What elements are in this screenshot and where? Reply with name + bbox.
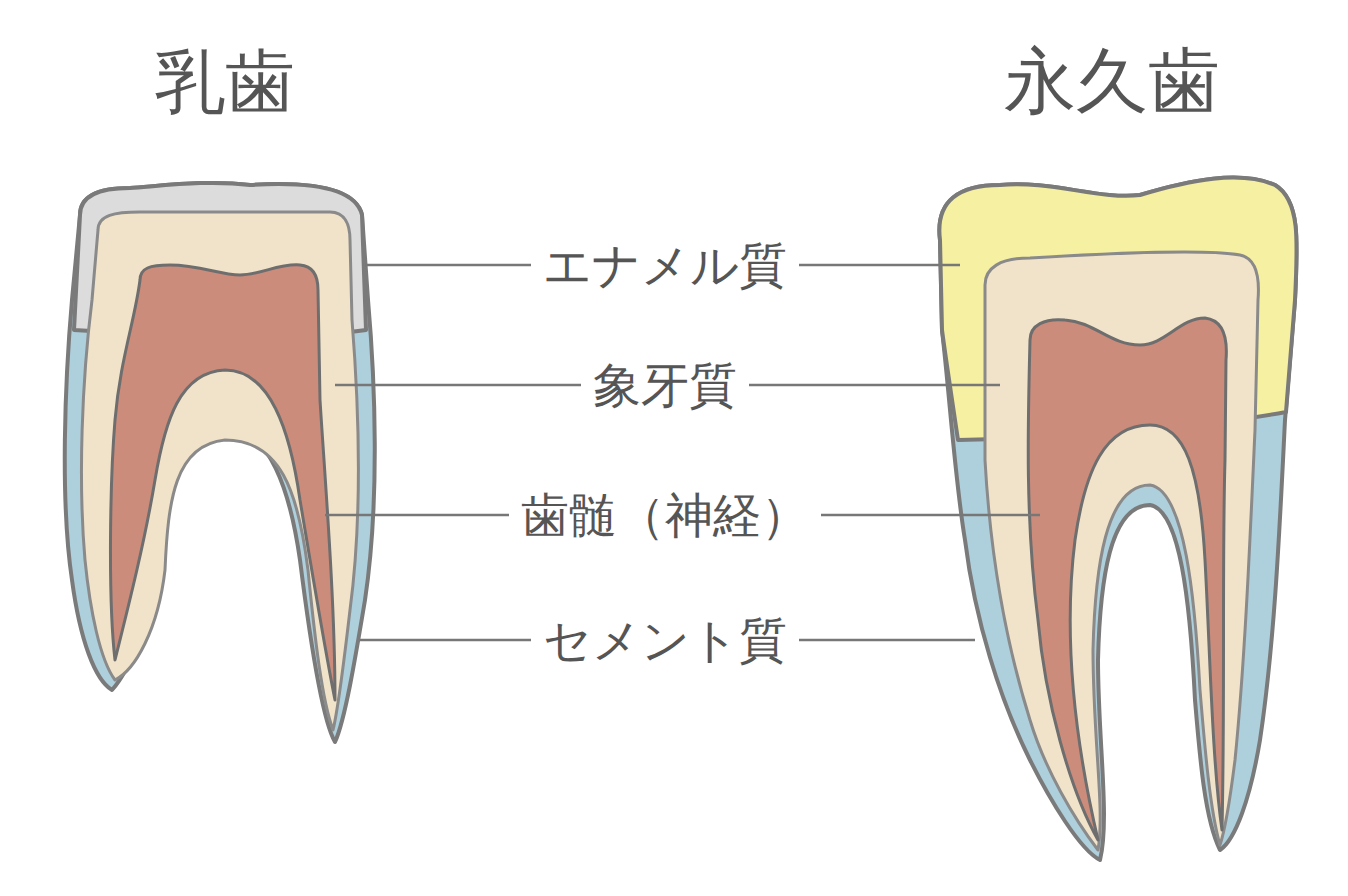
leader-line [325,514,509,517]
tooth-title: 乳歯 [155,44,295,121]
dentin [81,212,358,730]
pulp [1028,318,1226,840]
permanent-tooth [939,178,1296,860]
leader-line [749,384,1000,387]
part-label: セメント質 [543,614,787,667]
leader-line [799,639,975,642]
leader-line [821,514,1040,517]
leader-line [365,264,531,267]
leader-line [335,384,581,387]
leader-line [799,264,960,267]
part-label: 歯髄（神経） [521,489,809,542]
dentin [985,252,1258,850]
tooth-title: 永久歯 [1004,42,1220,121]
leader-line [360,639,531,642]
part-label: 象牙質 [593,359,737,412]
leader-lines [325,265,1040,640]
part-label: エナメル質 [543,239,787,292]
cementum [939,178,1296,860]
cementum [65,183,375,742]
pulp [110,265,335,700]
primary-tooth [65,183,375,742]
